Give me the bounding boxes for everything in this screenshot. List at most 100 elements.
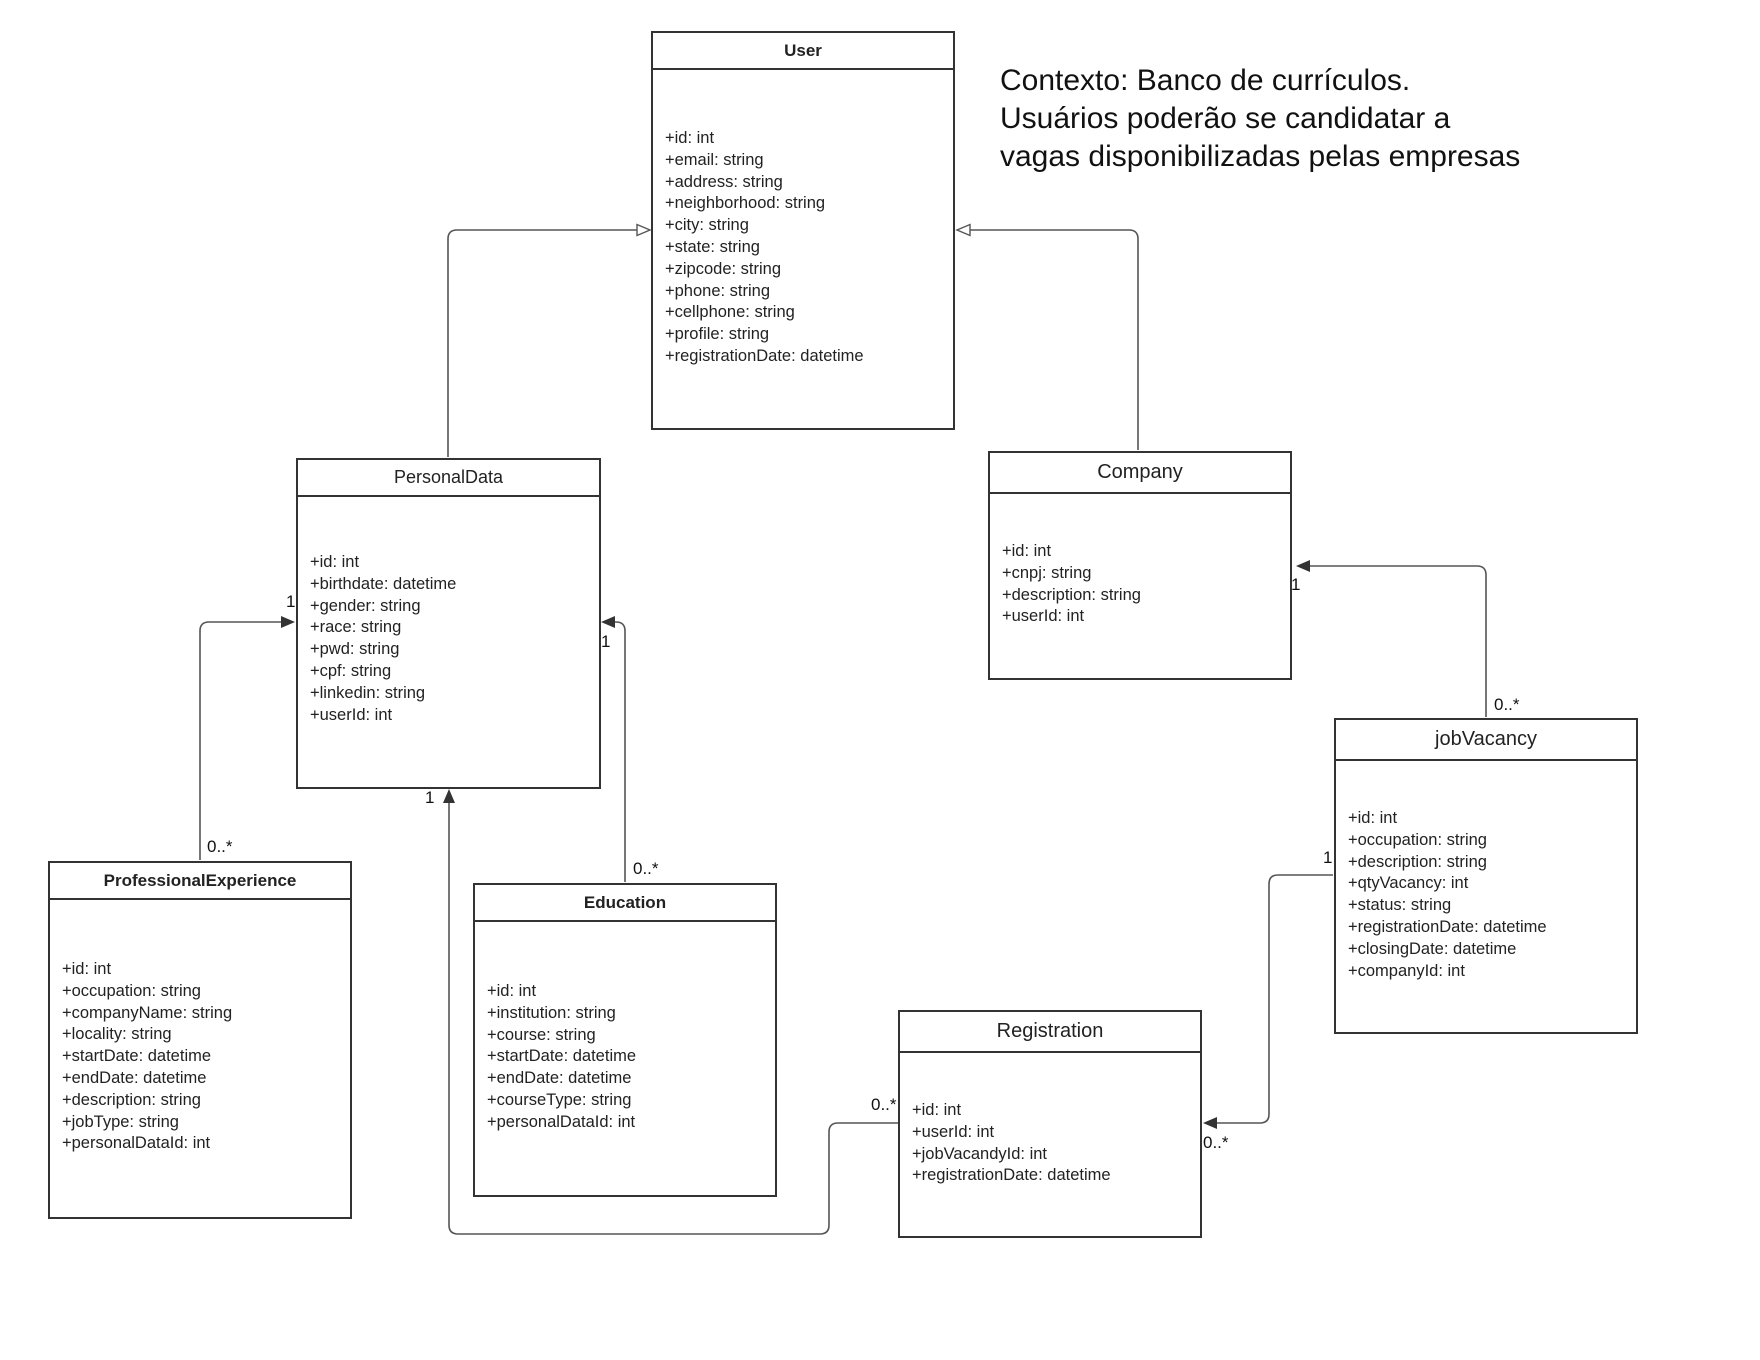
class-attribute: +endDate: datetime xyxy=(62,1068,207,1087)
class-attribute: +userId: int xyxy=(1002,607,1085,626)
class-attribute: +course: string xyxy=(487,1025,596,1044)
class-attribute: +locality: string xyxy=(62,1025,172,1044)
association-arrowhead xyxy=(601,616,615,628)
class-name: User xyxy=(653,33,953,70)
multiplicity-label: 0..* xyxy=(1494,695,1520,714)
class-attribute: +description: string xyxy=(1348,852,1487,871)
class-attribute: +id: int xyxy=(1348,809,1398,827)
context-line: Usuários poderão se candidatar a xyxy=(1000,102,1451,135)
class-name: PersonalData xyxy=(298,460,599,497)
class-attribute: +id: int xyxy=(912,1101,962,1119)
class-attribute: +gender: string xyxy=(310,596,421,615)
multiplicity-label: 1 xyxy=(1291,575,1301,594)
association-arrowhead xyxy=(443,789,455,803)
association-vacancy-company xyxy=(1310,565,1487,717)
multiplicity-label: 0..* xyxy=(633,859,659,878)
class-attribute: +courseType: string xyxy=(487,1090,632,1109)
multiplicity-label: 0..* xyxy=(207,837,233,856)
class-attribute: +qtyVacancy: int xyxy=(1348,874,1469,893)
association-vacancy-registration xyxy=(1216,874,1333,1124)
class-name: ProfessionalExperience xyxy=(50,863,350,900)
class-attribute: +description: string xyxy=(62,1090,201,1109)
class-attribute: +zipcode: string xyxy=(665,259,782,278)
class-attribute: +personalDataId: int xyxy=(487,1112,636,1131)
class-attribute: +cellphone: string xyxy=(665,303,795,322)
multiplicity-label: 0..* xyxy=(1203,1133,1229,1152)
class-attribute: +registrationDate: datetime xyxy=(665,346,864,365)
class-professional-experience: ProfessionalExperience +id: int +occupati… xyxy=(48,861,352,1219)
attribute-list: +id: int +birthdate: datetime +gender: str… xyxy=(298,552,456,726)
class-attribute: +registrationDate: datetime xyxy=(1348,917,1547,936)
class-attribute: +address: string xyxy=(665,172,783,191)
class-name: Registration xyxy=(900,1012,1200,1053)
class-attribute: +linkedin: string xyxy=(310,683,426,702)
attribute-list: +id: int +occupation: string +companyName:… xyxy=(50,959,232,1155)
association-education-personaldata xyxy=(614,621,626,882)
class-user: User +id: int +email: string +address: str… xyxy=(651,31,955,430)
class-name: Company xyxy=(990,453,1290,494)
class-personal-data: PersonalData +id: int +birthdate: datetim… xyxy=(296,458,601,789)
generalization-company-user xyxy=(962,229,1139,450)
class-attribute: +userId: int xyxy=(310,705,393,724)
association-arrowhead xyxy=(1203,1117,1217,1129)
multiplicity-label: 1 xyxy=(1323,848,1333,867)
class-attribute: +registrationDate: datetime xyxy=(912,1166,1111,1185)
class-attribute: +companyId: int xyxy=(1348,961,1465,980)
generalization-arrowhead xyxy=(955,223,971,237)
generalization-arrowhead xyxy=(636,223,652,237)
class-attribute: +institution: string xyxy=(487,1003,616,1022)
class-attribute: +endDate: datetime xyxy=(487,1069,632,1088)
association-arrowhead xyxy=(1296,560,1310,572)
class-job-vacancy: jobVacancy +id: int +occupation: string +d… xyxy=(1334,718,1638,1034)
context-note: Contexto: Banco de currículos. Usuários … xyxy=(1000,62,1520,176)
class-attribute: +cpf: string xyxy=(310,661,392,680)
class-attribute: +email: string xyxy=(665,150,764,169)
class-attribute: +closingDate: datetime xyxy=(1348,939,1517,958)
class-attribute: +occupation: string xyxy=(62,981,201,1000)
class-attribute: +occupation: string xyxy=(1348,830,1487,849)
class-attribute: +race: string xyxy=(310,618,402,637)
class-attribute: +status: string xyxy=(1348,896,1452,915)
multiplicity-label: 1 xyxy=(425,788,435,807)
class-attribute: +id: int xyxy=(1002,542,1052,560)
class-attribute: +id: int xyxy=(665,129,715,147)
class-attribute: +id: int xyxy=(62,960,112,978)
class-attribute: +companyName: string xyxy=(62,1003,233,1022)
class-attribute: +userId: int xyxy=(912,1122,995,1141)
class-attribute: +personalDataId: int xyxy=(62,1134,211,1153)
class-attribute: +jobType: string xyxy=(62,1112,179,1131)
class-attribute: +startDate: datetime xyxy=(62,1047,212,1066)
class-attribute: +jobVacandyId: int xyxy=(912,1144,1047,1163)
attribute-list: +id: int +cnpj: string +description: strin… xyxy=(990,541,1141,628)
attribute-list: +id: int+email: string+address: string+n… xyxy=(653,128,864,368)
attribute-list: +id: int +occupation: string +description:… xyxy=(1336,808,1547,982)
association-registration-personaldata xyxy=(448,803,900,1235)
generalization-personaldata-user xyxy=(447,229,638,457)
class-attribute: +pwd: string xyxy=(310,640,400,659)
class-attribute: +phone: string xyxy=(665,281,771,300)
class-education: Education +id: int +institution: string +c… xyxy=(473,883,777,1197)
class-attribute: +profile: string xyxy=(665,325,770,344)
context-line: vagas disponibilizadas pelas empresas xyxy=(1000,140,1521,173)
attribute-list: +id: int +userId: int +jobVacandyId: int +r… xyxy=(900,1100,1111,1187)
class-registration: Registration +id: int +userId: int +jobVac… xyxy=(898,1010,1202,1238)
class-attribute: +state: string xyxy=(665,237,760,256)
context-line: Contexto: Banco de currículos. xyxy=(1000,64,1411,97)
association-experience-personaldata xyxy=(199,621,282,860)
class-attribute: +birthdate: datetime xyxy=(310,574,457,593)
multiplicity-label: 0..* xyxy=(871,1095,897,1114)
association-arrowhead xyxy=(281,616,295,628)
class-attribute: +description: string xyxy=(1002,585,1141,604)
class-attribute: +id: int xyxy=(310,553,360,571)
multiplicity-label: 1 xyxy=(286,592,296,611)
class-company: Company +id: int +cnpj: string +descriptio… xyxy=(988,451,1292,680)
class-name: jobVacancy xyxy=(1336,720,1636,761)
class-name: Education xyxy=(475,885,775,922)
attribute-list: +id: int +institution: string +course: str… xyxy=(475,981,636,1134)
class-attribute: +cnpj: string xyxy=(1002,563,1092,582)
multiplicity-label: 1 xyxy=(601,632,611,651)
class-attribute: +startDate: datetime xyxy=(487,1047,637,1066)
class-attribute: +id: int xyxy=(487,982,537,1000)
class-attribute: +city: string xyxy=(665,216,749,235)
